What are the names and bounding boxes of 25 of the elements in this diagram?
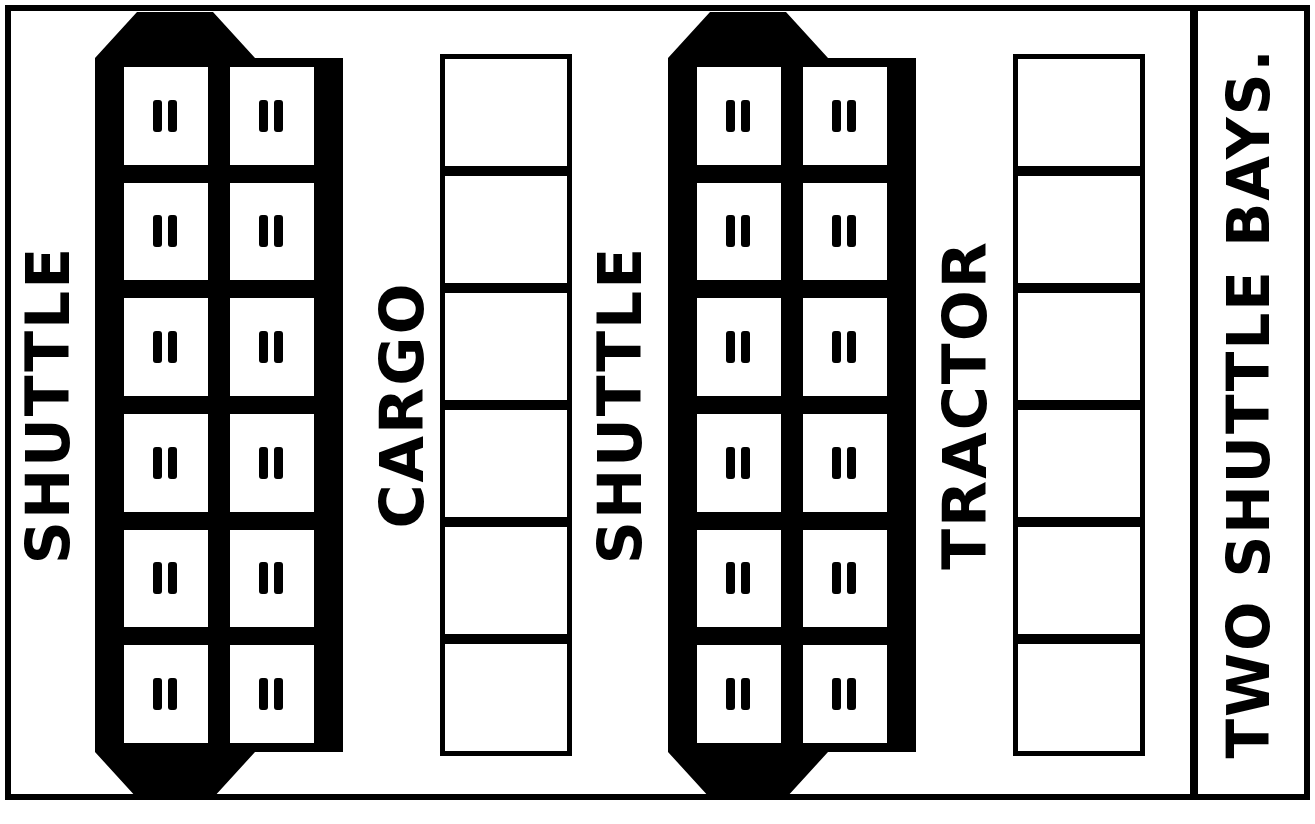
bay-cell (121, 642, 211, 746)
bay-cell (694, 64, 784, 168)
bay-cell (227, 64, 317, 168)
bay-cell (800, 295, 890, 399)
bay-cell (227, 295, 317, 399)
bay-cell (440, 639, 572, 756)
bay-cell (800, 64, 890, 168)
vertical-label: CARGO (372, 281, 432, 529)
bay-cell (121, 64, 211, 168)
vertical-label: TRACTOR (935, 240, 995, 570)
vertical-label: SHUTTLE (18, 245, 78, 565)
bay-cell (1013, 54, 1145, 171)
bay-cell (694, 642, 784, 746)
bay-cell (121, 411, 211, 515)
bay-cell (800, 642, 890, 746)
bay-cell (800, 411, 890, 515)
bay-cell (227, 411, 317, 515)
title-text: TWO SHUTTLE BAYS. (1220, 47, 1278, 758)
vertical-label: SHUTTLE (590, 245, 650, 565)
bay-cell (694, 295, 784, 399)
bay-cell (440, 54, 572, 171)
bay-cell (227, 642, 317, 746)
bay-cell (1013, 639, 1145, 756)
bay-cell (121, 295, 211, 399)
bay-cell (694, 411, 784, 515)
